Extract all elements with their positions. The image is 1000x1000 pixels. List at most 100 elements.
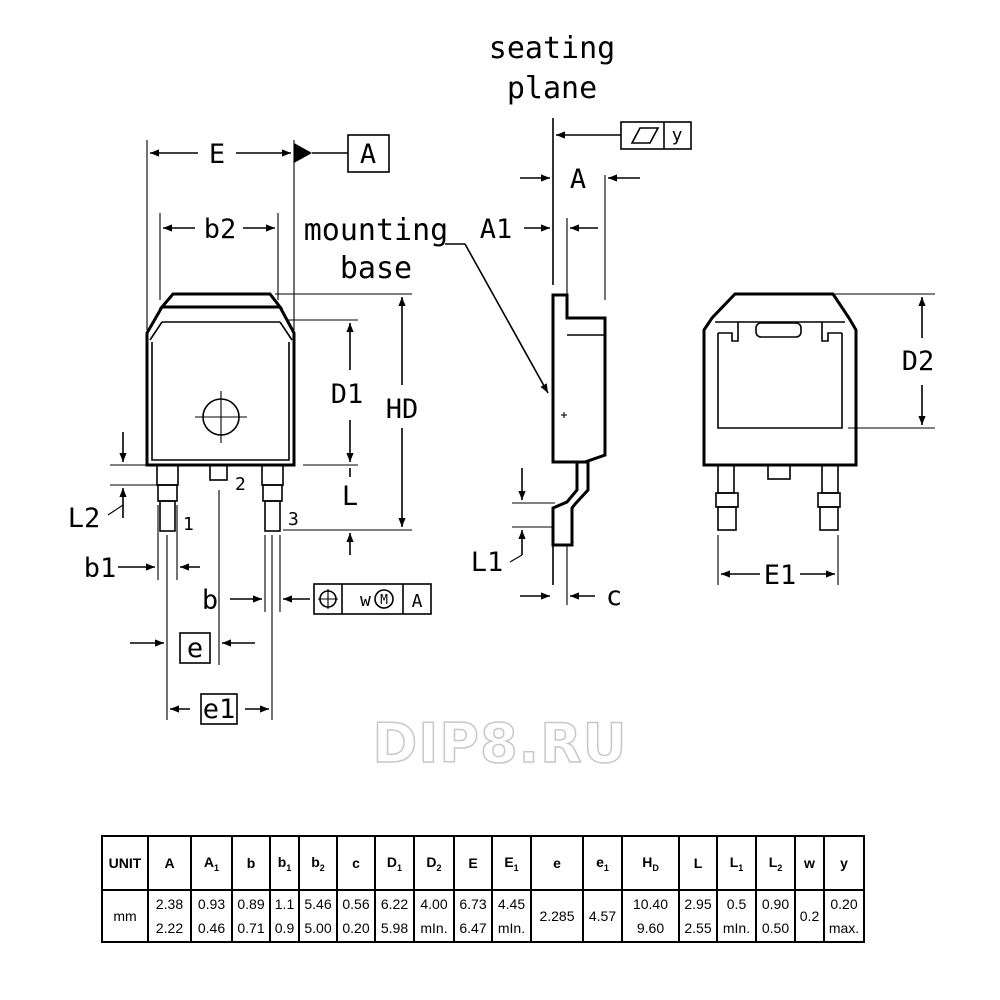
max-value: 1.1 (274, 896, 295, 912)
value-cell-b2: 5.46 5.00 (298, 889, 338, 943)
min-value: 5.98 (380, 920, 409, 936)
label-A1: A1 (480, 214, 513, 245)
bottom-view: D2 E1 (702, 292, 935, 591)
max-value: 6.22 (380, 896, 409, 912)
min-value: mIn. (420, 920, 448, 936)
label-A: A (570, 164, 586, 195)
watermark: DIP8.RU (372, 711, 628, 776)
column-header-a1: A1 (190, 835, 233, 891)
max-value: 2.95 (684, 896, 712, 912)
min-value: mIn. (497, 920, 526, 936)
pin-3-label: 3 (288, 509, 299, 530)
value-cell-a1: 0.93 0.46 (190, 889, 233, 943)
value-cell-d2: 4.00 mIn. (413, 889, 455, 943)
value-cell-a: 2.38 2.22 (147, 889, 192, 943)
column-header-l1: L1 (716, 835, 757, 891)
column-header-w: w (794, 835, 825, 891)
value-cell-b: 0.89 0.71 (231, 889, 271, 943)
min-value: 0.71 (237, 920, 265, 936)
min-value: 0.20 (342, 920, 370, 936)
column-header-c: c (336, 835, 376, 891)
value-cell-c: 0.56 0.20 (336, 889, 376, 943)
max-value: 0.90 (761, 896, 790, 912)
label-D2: D2 (902, 346, 935, 377)
column-header-e: e (530, 835, 584, 891)
min-value: 0.50 (761, 920, 790, 936)
label-b: b (202, 585, 218, 616)
tol-a-label: A (412, 591, 423, 612)
label-c: c (606, 581, 622, 612)
pin-2-label: 2 (235, 474, 246, 495)
column-header-b2: b2 (298, 835, 338, 891)
seating-plane-label-2: plane (507, 71, 597, 106)
label-D1: D1 (331, 379, 364, 410)
max-value: 0.20 (830, 896, 858, 912)
max-value: 4.45 (497, 896, 526, 912)
column-header-y: y (823, 835, 865, 891)
table-row: mm 2.38 2.22 0.93 0.46 0.89 0.71 1.1 0.9 5.46 5.0… (101, 889, 865, 943)
mounting-base-label-1: mounting (304, 213, 449, 248)
max-value: 6.73 (459, 896, 487, 912)
front-view: E A b2 2 1 3 D1 (68, 134, 432, 725)
label-E: E (209, 139, 225, 170)
max-value: 4.00 (420, 896, 448, 912)
max-value: 0.89 (237, 896, 265, 912)
label-L: L (342, 481, 358, 512)
min-value: mIn. (722, 920, 751, 936)
column-header-e1: E1 (491, 835, 532, 891)
column-header-l2: L2 (755, 835, 796, 891)
column-header-l: L (678, 835, 718, 891)
flatness-symbol-icon (630, 127, 660, 144)
column-header-d2: D2 (413, 835, 455, 891)
column-header-a: A (147, 835, 192, 891)
value-cell-b1: 1.1 0.9 (269, 889, 300, 943)
label-E1: E1 (764, 560, 797, 591)
max-value: 2.38 (155, 896, 184, 912)
max-value: 10.40 (632, 896, 669, 912)
label-e1: e1 (203, 694, 236, 725)
label-b2: b2 (204, 214, 237, 245)
column-header-b1: b1 (269, 835, 300, 891)
value-cell-l1: 0.5 mIn. (716, 889, 757, 943)
tol-w-label: w (360, 590, 371, 611)
column-header-b: b (231, 835, 271, 891)
column-header-d1: D1 (374, 835, 415, 891)
mounting-base-label-2: base (340, 251, 412, 286)
pin-1-label: 1 (183, 514, 194, 535)
min-value: max. (828, 920, 860, 936)
label-L1: L1 (471, 547, 504, 578)
min-value: 0.9 (274, 920, 295, 936)
unit-header: UNIT (101, 835, 149, 891)
label-HD: HD (386, 394, 419, 425)
value-cell-e1: 4.57 (582, 889, 623, 943)
column-header-hd: HD (621, 835, 680, 891)
min-value: 6.47 (459, 920, 487, 936)
position-tolerance-frame: w M A (313, 583, 432, 615)
unit-cell: mm (101, 889, 149, 943)
column-header-e: E (453, 835, 493, 891)
value-cell-d1: 6.22 5.98 (374, 889, 415, 943)
min-value: 2.22 (155, 920, 184, 936)
value-cell-l: 2.95 2.55 (678, 889, 718, 943)
min-value: 2.55 (684, 920, 712, 936)
seating-plane-label-1: seating (489, 31, 615, 66)
column-header-e1: e1 (582, 835, 623, 891)
value-cell-l2: 0.90 0.50 (755, 889, 796, 943)
value-cell-y: 0.20 max. (823, 889, 865, 943)
max-value: 0.93 (197, 896, 226, 912)
label-y: y (672, 125, 683, 146)
max-value: 5.46 (304, 896, 332, 912)
package-outline-drawing: E A b2 2 1 3 D1 (68, 31, 935, 725)
max-value: 0.5 (726, 896, 747, 912)
label-b1: b1 (84, 553, 117, 584)
min-value: 0.46 (197, 920, 226, 936)
max-value: 0.56 (342, 896, 370, 912)
value-cell-e: 2.285 (530, 889, 584, 943)
min-value: 5.00 (304, 920, 332, 936)
label-L2: L2 (68, 503, 101, 534)
label-e: e (187, 633, 203, 664)
tol-m-label: M (380, 593, 388, 608)
value-cell-w: 0.2 (794, 889, 825, 943)
